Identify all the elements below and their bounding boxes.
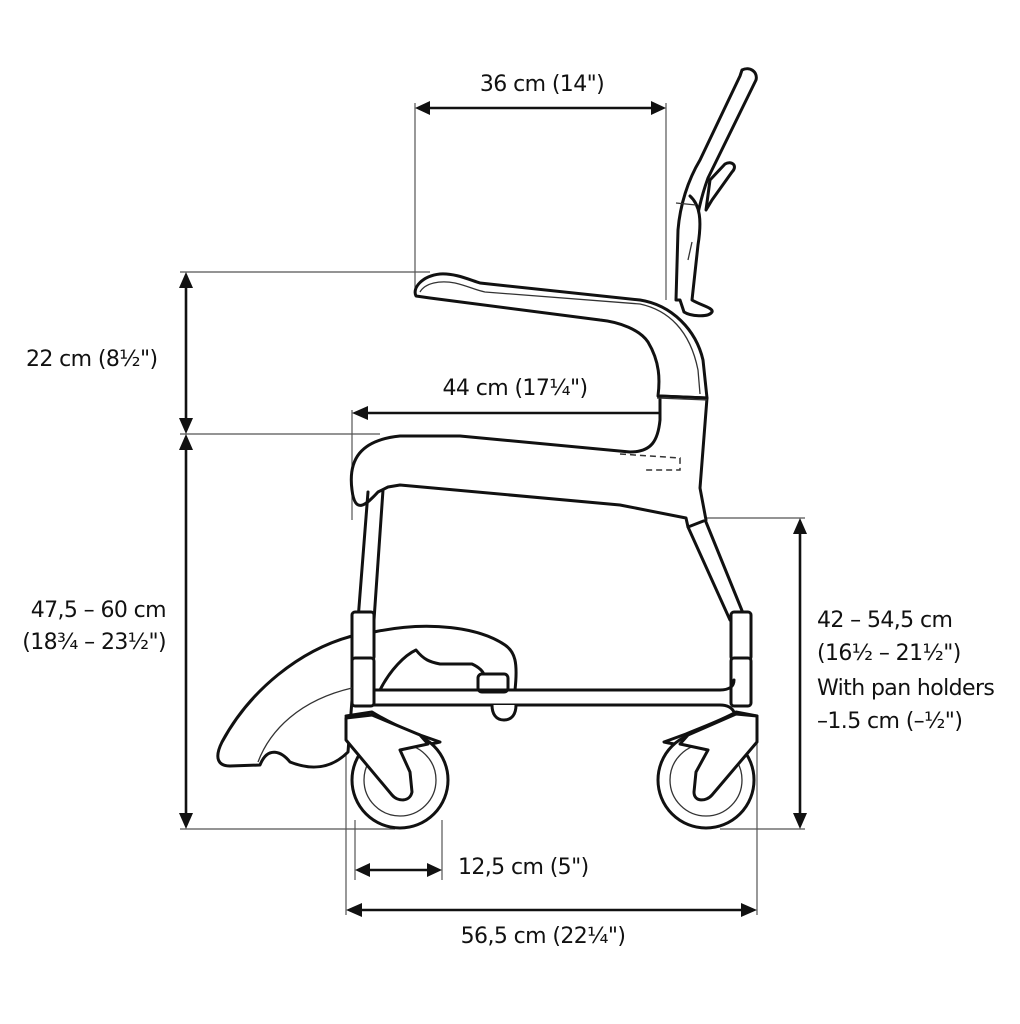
backrest-clip (704, 161, 736, 212)
rear-caster-bracket (678, 712, 759, 802)
frame-height-label-imperial: (16½ – 21½") (817, 641, 961, 666)
armrest-depth-label: 36 cm (14") (479, 72, 605, 97)
wheel-diameter-label: 12,5 cm (5") (458, 855, 589, 880)
bar-knob (490, 703, 518, 722)
backrest-rear (678, 194, 714, 318)
front-leg (356, 488, 385, 622)
rear-leg (686, 520, 747, 622)
armrest (413, 272, 709, 400)
frame-height-label-metric: 42 – 54,5 cm (817, 608, 953, 633)
pan-holder-note: With pan holders (817, 676, 995, 701)
seat-depth-label: 44 cm (17¼") (442, 376, 589, 401)
chair-outline (216, 67, 759, 830)
cross-bar (372, 678, 736, 714)
seat-height-label-metric: 47,5 – 60 cm (30, 598, 167, 623)
rear-leg-sleeve-lower (729, 656, 753, 708)
pan-clip (476, 672, 510, 694)
overall-length-label: 56,5 cm (22¼") (460, 924, 626, 949)
rear-leg-sleeve-upper (729, 610, 753, 662)
armrest-height-label: 22 cm (8½") (26, 347, 158, 372)
footrest (216, 634, 354, 769)
seat-height-label-imperial: (18¾ – 23½") (22, 630, 166, 655)
front-caster-bracket (344, 713, 430, 802)
front-leg-sleeve-upper (350, 610, 376, 662)
front-leg-sleeve-lower (350, 656, 376, 708)
seat (349, 394, 709, 529)
pan-holder-offset: –1.5 cm (–½") (817, 709, 963, 734)
